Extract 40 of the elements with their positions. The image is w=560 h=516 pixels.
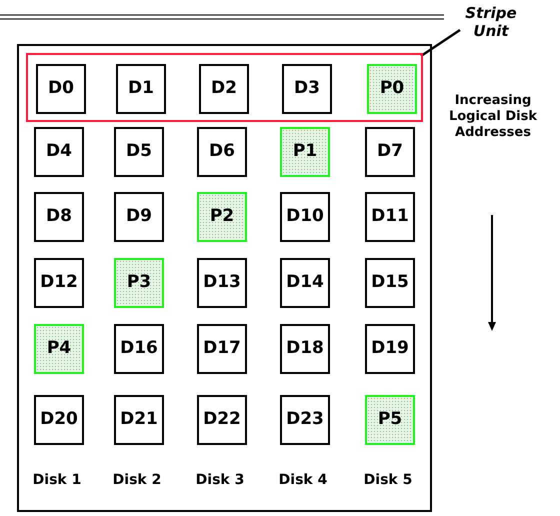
block-box: D0	[36, 64, 86, 114]
block-box: D22	[197, 395, 247, 445]
callout-text: Stripe Unit	[446, 4, 536, 46]
disk-label: Disk 5	[362, 471, 414, 490]
disk-label: Disk 2	[112, 471, 162, 490]
block-box: D15	[365, 258, 415, 308]
block-box: D10	[280, 192, 330, 242]
block-box: D12	[34, 258, 84, 308]
parity-block: P5	[365, 395, 415, 445]
block-box: D2	[199, 64, 249, 114]
stripe-outline	[26, 53, 423, 122]
block-box: D9	[114, 192, 164, 242]
block-box: D1	[116, 64, 166, 114]
parity-block: P0	[367, 64, 417, 114]
block-box: D8	[34, 192, 84, 242]
block-box: D19	[365, 324, 415, 374]
disk-label: Disk 3	[194, 471, 246, 490]
block-box: D7	[365, 127, 415, 177]
array-frame	[17, 44, 432, 512]
parity-block: P3	[114, 258, 164, 308]
block-box: D4	[34, 127, 84, 177]
block-box: D5	[114, 127, 164, 177]
block-box: D20	[34, 395, 84, 445]
block-box: D23	[280, 395, 330, 445]
disk-label: Disk 4	[278, 471, 328, 490]
parity-block: P1	[280, 127, 330, 177]
block-box: D21	[114, 395, 164, 445]
block-box: D17	[197, 324, 247, 374]
axis-note: Increasing Logical Disk Addresses	[448, 93, 538, 141]
block-box: D13	[197, 258, 247, 308]
block-box: D14	[280, 258, 330, 308]
block-box: D11	[365, 192, 415, 242]
leader-line	[420, 28, 461, 58]
block-box: D3	[282, 64, 332, 114]
block-box: D16	[114, 324, 164, 374]
block-box: D18	[280, 324, 330, 374]
parity-block: P4	[34, 324, 84, 374]
block-box: D6	[197, 127, 247, 177]
parity-block: P2	[197, 192, 247, 242]
disk-label: Disk 1	[32, 471, 82, 490]
